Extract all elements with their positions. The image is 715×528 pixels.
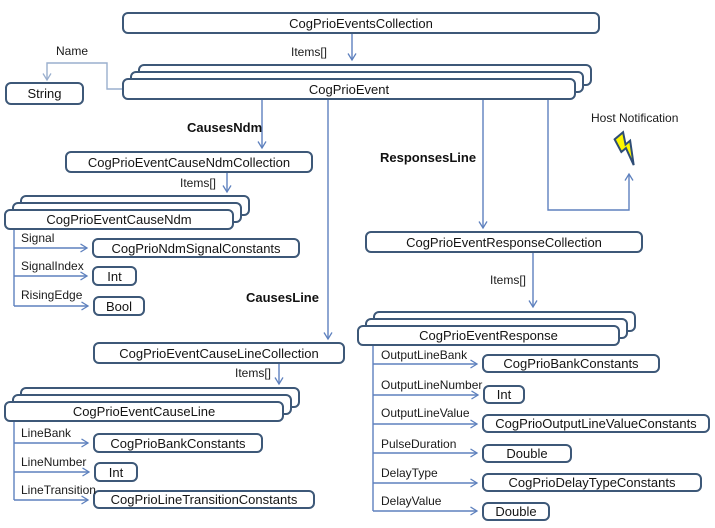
node-ndm-signal-constants: CogPrioNdmSignalConstants (92, 238, 300, 258)
node-response-collection: CogPrioEventResponseCollection (365, 231, 643, 253)
node-line-transition-constants: CogPrioLineTransitionConstants (93, 490, 315, 509)
node-events-collection: CogPrioEventsCollection (122, 12, 600, 34)
edge-label-causes-line: CausesLine (246, 290, 319, 305)
node-int-line-number: Int (94, 462, 138, 482)
node-int-signal-index: Int (92, 266, 137, 286)
attr-output-line-value: OutputLineValue (381, 406, 470, 420)
node-cause-line-collection: CogPrioEventCauseLineCollection (93, 342, 345, 364)
attr-output-line-bank: OutputLineBank (381, 348, 468, 362)
node-output-line-value-constants: CogPrioOutputLineValueConstants (482, 414, 710, 433)
attr-signal: Signal (21, 231, 55, 245)
node-double-delay-value: Double (482, 502, 550, 521)
node-bank-constants-output: CogPrioBankConstants (482, 354, 660, 373)
node-bank-constants-line: CogPrioBankConstants (93, 433, 263, 453)
node-cause-line: CogPrioEventCauseLine (4, 401, 284, 422)
node-cause-ndm: CogPrioEventCauseNdm (4, 209, 234, 230)
attr-pulse-duration: PulseDuration (381, 437, 457, 451)
attr-signal-index: SignalIndex (21, 259, 84, 273)
attr-delay-type: DelayType (381, 466, 438, 480)
edge-label-items-top: Items[] (291, 45, 328, 59)
host-notification-label: Host Notification (591, 111, 679, 125)
lightning-bolt-icon (613, 130, 635, 166)
edge-label-responses-line: ResponsesLine (380, 150, 477, 165)
node-bool: Bool (93, 296, 145, 316)
node-event: CogPrioEvent (122, 78, 576, 100)
node-delay-type-constants: CogPrioDelayTypeConstants (482, 473, 702, 492)
attr-rising-edge: RisingEdge (21, 288, 83, 302)
attr-line-bank: LineBank (21, 426, 72, 440)
node-response: CogPrioEventResponse (357, 325, 620, 346)
attr-line-transition: LineTransition (21, 483, 96, 497)
edge-label-items-line: Items[] (235, 366, 272, 380)
connector-name-to-string (47, 62, 122, 90)
edge-label-causes-ndm: CausesNdm (187, 120, 263, 135)
node-double-pulse-duration: Double (482, 444, 572, 463)
node-cause-ndm-collection: CogPrioEventCauseNdmCollection (65, 151, 313, 173)
attr-line-number: LineNumber (21, 455, 87, 469)
edge-label-items-response: Items[] (490, 273, 527, 287)
node-string: String (5, 82, 84, 105)
connector-host-notification (547, 100, 629, 211)
attr-output-line-number: OutputLineNumber (381, 378, 483, 392)
edge-label-items-ndm: Items[] (180, 176, 217, 190)
attr-delay-value: DelayValue (381, 494, 442, 508)
node-int-output-line-number: Int (483, 385, 525, 404)
edge-label-name: Name (56, 44, 89, 58)
